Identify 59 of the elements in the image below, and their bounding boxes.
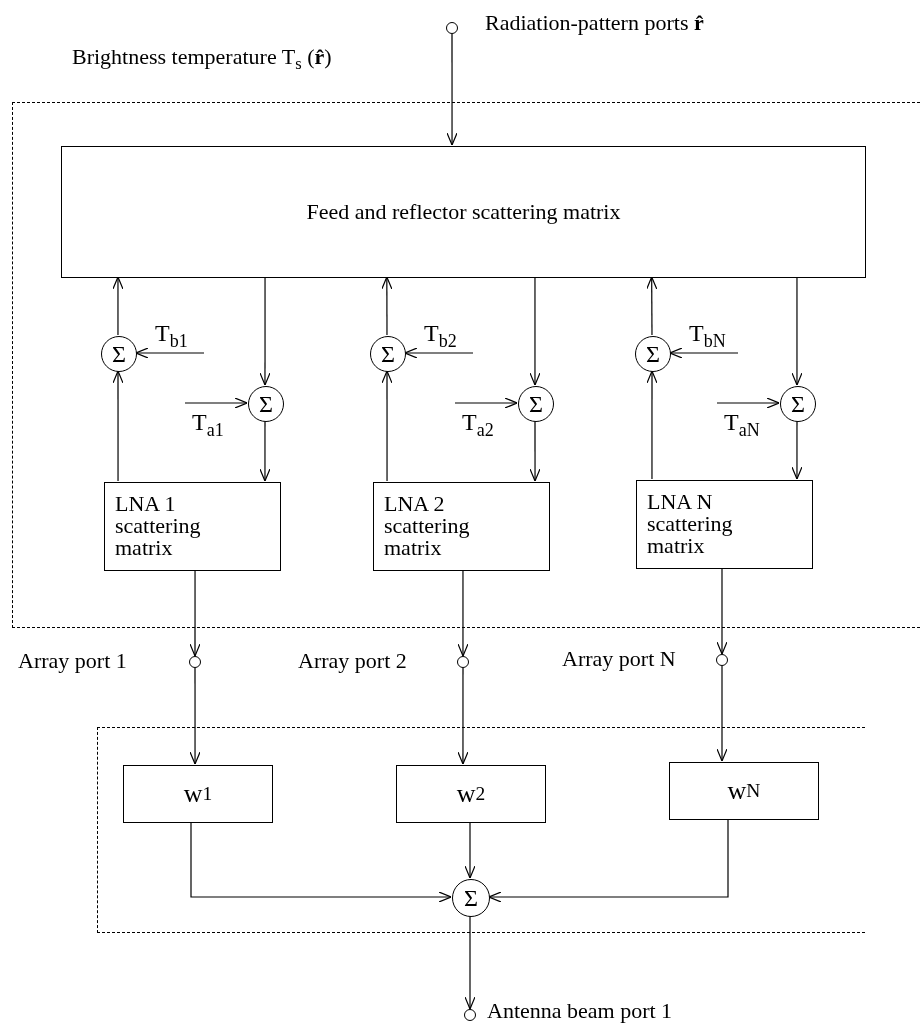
block-box: LNA N scattering matrix (636, 480, 813, 569)
arrow (716, 665, 728, 762)
summing-junction: Σ (452, 879, 490, 917)
port-circle (189, 656, 201, 668)
arrow (646, 276, 658, 336)
arrow (529, 420, 541, 482)
temperature-symbol: T$_{a1}$ (186, 404, 242, 442)
temperature-symbol: T$_{b1}$ (151, 319, 205, 354)
arrow (791, 276, 803, 386)
arrow (669, 347, 739, 359)
arrow (184, 397, 248, 409)
block-box: Feed and reflector scattering matrix (61, 146, 866, 278)
block-box: LNA 2 scattering matrix (373, 482, 550, 571)
port-circle (446, 22, 458, 34)
summing-junction: Σ (248, 386, 284, 422)
arrow (464, 821, 476, 879)
port-label: Radiation-pattern ports r̂ (485, 10, 704, 36)
arrow (112, 276, 124, 336)
block-box: LNA 1 scattering matrix (104, 482, 281, 571)
arrow (190, 821, 452, 903)
arrow (454, 397, 518, 409)
arrow (646, 370, 658, 480)
annotation-text: Brightness temperature T$_{s}$ (r̂) (72, 44, 332, 75)
summing-junction: Σ (518, 386, 554, 422)
port-circle (716, 654, 728, 666)
port-label: Array port 1 (18, 648, 127, 674)
arrow (189, 667, 201, 765)
arrow (716, 397, 780, 409)
port-circle (457, 656, 469, 668)
arrow (464, 915, 476, 1010)
arrow (259, 276, 271, 386)
port-label: Array port N (562, 646, 676, 672)
arrow (457, 667, 469, 765)
dashed-boundary (12, 102, 920, 628)
arrow (189, 569, 201, 657)
arrow (135, 347, 205, 359)
arrow (404, 347, 474, 359)
port-circle (464, 1009, 476, 1021)
temperature-symbol: T$_{bN}$ (685, 319, 739, 354)
summing-junction: Σ (101, 336, 137, 372)
summing-junction: Σ (635, 336, 671, 372)
temperature-symbol: T$_{aN}$ (718, 404, 778, 442)
arrow (446, 33, 458, 146)
arrow (488, 818, 729, 903)
arrow (529, 276, 541, 386)
summing-junction: Σ (780, 386, 816, 422)
summing-junction: Σ (370, 336, 406, 372)
arrow (381, 276, 393, 336)
arrow (112, 370, 124, 482)
arrow (259, 420, 271, 482)
port-label: Antenna beam port 1 (487, 998, 673, 1024)
arrow (457, 569, 469, 657)
dashed-boundary (97, 727, 865, 933)
arrow (381, 370, 393, 482)
arrow (716, 567, 728, 655)
temperature-symbol: T$_{a2}$ (456, 404, 512, 442)
port-label: Array port 2 (298, 648, 407, 674)
arrow (791, 420, 803, 480)
temperature-symbol: T$_{b2}$ (420, 319, 474, 354)
